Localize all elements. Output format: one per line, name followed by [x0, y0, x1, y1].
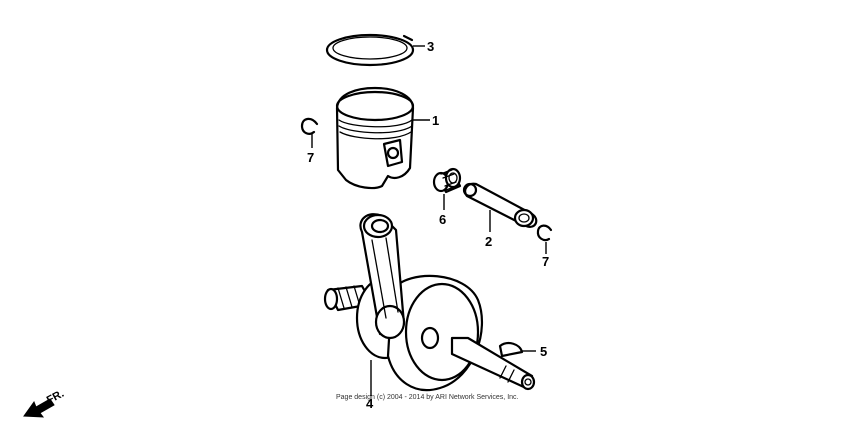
- callout-7-left: 7: [307, 150, 314, 165]
- piston-pin-clip-icon: [536, 224, 553, 242]
- copyright-text: Page design (c) 2004 - 2014 by ARI Netwo…: [336, 394, 519, 401]
- arrow-icon: [23, 398, 55, 418]
- callout-2: 2: [485, 234, 492, 249]
- callout-1: 1: [432, 113, 439, 128]
- leader-lines: [311, 45, 547, 396]
- direction-label: FR.: [45, 388, 66, 407]
- piston-pin-icon: [462, 182, 538, 228]
- crankshaft-icon: [323, 213, 536, 392]
- piston-pin-clip-icon: [300, 117, 319, 135]
- piston-icon: [335, 86, 415, 190]
- callout-7-right: 7: [542, 254, 549, 269]
- callout-4: 4: [366, 396, 374, 411]
- woodruff-key-icon: [498, 342, 524, 358]
- front-direction-indicator: FR.: [23, 388, 66, 418]
- callout-3: 3: [427, 39, 434, 54]
- callout-5: 5: [540, 344, 547, 359]
- needle-bearing-icon: [432, 167, 462, 194]
- callout-6: 6: [439, 212, 446, 227]
- piston-ring-icon: [325, 33, 415, 67]
